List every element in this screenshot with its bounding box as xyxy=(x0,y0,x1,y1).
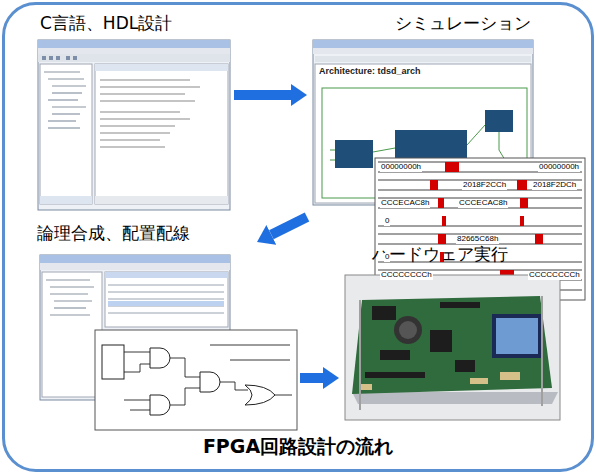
flow-arrow xyxy=(271,217,307,235)
schematic-window xyxy=(95,330,297,430)
waveform-value: 0 xyxy=(384,217,390,226)
step-box: ハードウェア実行 xyxy=(345,243,560,420)
step-heading: シミュレーション xyxy=(395,12,531,34)
waveform-value: 00000000h xyxy=(380,163,422,172)
step-heading: C言語、HDL設計 xyxy=(40,12,172,34)
waveform-value: 2018F2CCh xyxy=(462,181,507,190)
editor-screenshot xyxy=(38,40,230,210)
waveform-value: CCCECAC8h xyxy=(380,199,430,208)
waveform-value: CCCCCCCCh xyxy=(380,271,433,280)
waveform-value: CCCCCCCCh xyxy=(528,271,581,280)
step-box: C言語、HDL設計 xyxy=(38,12,230,210)
waveform-value: 00000000h xyxy=(538,163,580,172)
step-heading: 論理合成、配置配線 xyxy=(37,222,190,244)
waveform-value: 2018F2DCh xyxy=(532,181,577,190)
step-heading: ハードウェア実行 xyxy=(372,243,508,265)
step-box: 論理合成、配置配線 xyxy=(37,222,297,430)
fpga-board-photo xyxy=(345,275,560,420)
frame-title: FPGA回路設計の流れ xyxy=(5,434,591,460)
waveform-value: CCCECAC8h xyxy=(458,199,508,208)
flow-arrow xyxy=(300,373,323,383)
window-title: Architecture: tdsd_arch xyxy=(318,67,422,77)
flow-arrow xyxy=(234,90,291,100)
waveform-value: 82665C68h xyxy=(456,235,499,244)
